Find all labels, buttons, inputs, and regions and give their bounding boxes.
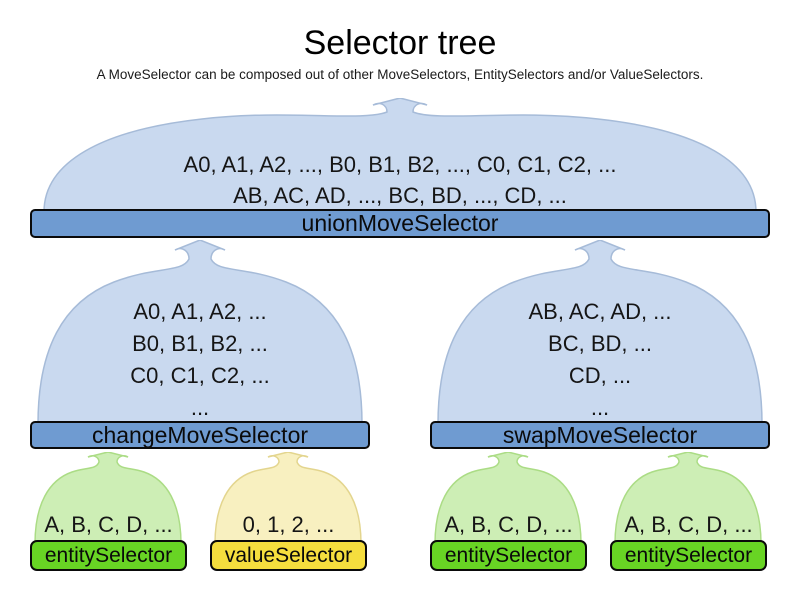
swap-items-line1: AB, AC, AD, ...: [528, 299, 672, 324]
change-items-line2: B0, B1, B2, ...: [132, 331, 268, 356]
value-arrow-cloud-icon: [214, 452, 362, 544]
entity-left-cloud-shape: [34, 452, 182, 544]
union-cloud-items: A0, A1, A2, ..., B0, B1, B2, ..., C0, C1…: [30, 149, 770, 211]
change-move-selector-bar: changeMoveSelector: [30, 421, 370, 449]
entity-right-cloud-shape: [614, 452, 762, 544]
change-items-line3: C0, C1, C2, ...: [130, 363, 270, 388]
entity-right-items-line1: A, B, C, D, ...: [624, 512, 753, 537]
entity-right-cloud-items: A, B, C, D, ...: [602, 512, 775, 538]
entity-left-cloud-items: A, B, C, D, ...: [22, 512, 195, 538]
value-cloud-shape: [214, 452, 362, 544]
swap-arrow-cloud-icon: [437, 240, 763, 424]
swap-cloud-items: AB, AC, AD, ... BC, BD, ... CD, ... ...: [430, 296, 770, 424]
union-items-line2: AB, AC, AD, ..., BC, BD, ..., CD, ...: [233, 183, 567, 208]
swap-items-line3: CD, ...: [568, 363, 632, 388]
union-move-selector-bar: unionMoveSelector: [30, 209, 770, 238]
change-items-line4: ...: [190, 395, 210, 420]
page-subtitle: A MoveSelector can be composed out of ot…: [96, 67, 704, 82]
page-title: Selector tree: [303, 24, 497, 62]
entity-selector-bar-mid: entitySelector: [430, 540, 587, 571]
change-arrow-cloud-icon: [37, 240, 363, 424]
entity-mid-items-line1: A, B, C, D, ...: [444, 512, 573, 537]
entity-left-items-line1: A, B, C, D, ...: [44, 512, 173, 537]
change-cloud-items: A0, A1, A2, ... B0, B1, B2, ... C0, C1, …: [30, 296, 370, 424]
value-items-line1: 0, 1, 2, ...: [242, 512, 335, 537]
change-cloud-shape: [37, 240, 363, 424]
swap-items-line4: ...: [590, 395, 610, 420]
entity-mid-cloud-items: A, B, C, D, ...: [422, 512, 595, 538]
union-items-line1: A0, A1, A2, ..., B0, B1, B2, ..., C0, C1…: [183, 152, 617, 177]
entity-selector-bar-left: entitySelector: [30, 540, 187, 571]
change-items-line1: A0, A1, A2, ...: [133, 299, 267, 324]
union-arrow-cloud-icon: [43, 98, 757, 212]
value-selector-bar: valueSelector: [210, 540, 367, 571]
entity-mid-cloud-shape: [434, 452, 582, 544]
swap-items-line2: BC, BD, ...: [548, 331, 652, 356]
entity-mid-arrow-cloud-icon: [434, 452, 582, 544]
swap-cloud-shape: [437, 240, 763, 424]
entity-right-arrow-cloud-icon: [614, 452, 762, 544]
swap-move-selector-bar: swapMoveSelector: [430, 421, 770, 449]
entity-selector-bar-right: entitySelector: [610, 540, 767, 571]
value-cloud-items: 0, 1, 2, ...: [210, 512, 367, 538]
union-cloud-shape: [43, 98, 757, 212]
entity-left-arrow-cloud-icon: [34, 452, 182, 544]
